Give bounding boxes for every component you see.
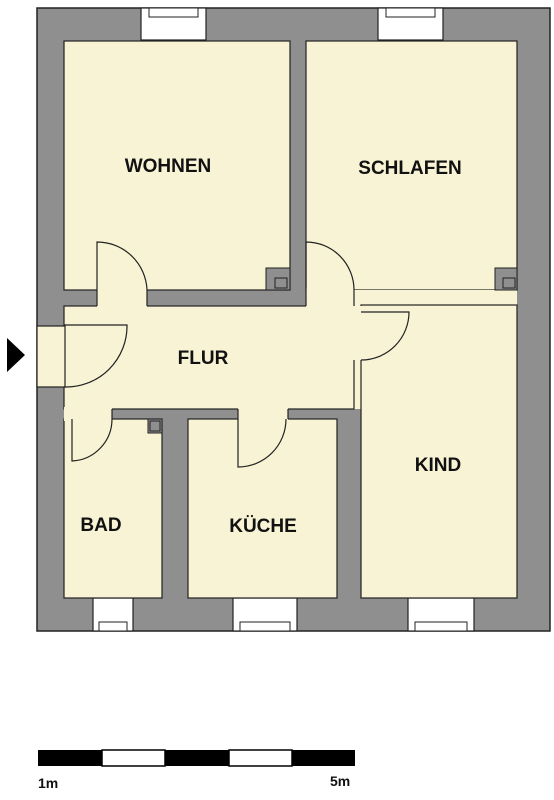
entrance-opening: [36, 325, 66, 388]
room-wohnen: [63, 40, 291, 291]
scale-segment: [38, 750, 102, 766]
label-wohnen: WOHNEN: [125, 156, 212, 177]
opening-schlafen: [306, 288, 354, 308]
door-bad: [71, 418, 113, 462]
entrance-arrow-icon: [7, 338, 25, 372]
door-entrance: [63, 324, 128, 388]
room-bad: [63, 418, 163, 599]
window-kind-sill: [414, 621, 468, 632]
opening-wohnen: [97, 288, 147, 308]
scale-bar: [38, 749, 355, 767]
label-bad: BAD: [80, 515, 121, 536]
shaft-wohnen-inner: [274, 277, 288, 289]
shaft-schlafen-inner: [502, 277, 516, 289]
room-kind: [360, 304, 518, 599]
label-kind: KIND: [415, 455, 461, 476]
scale-segment: [165, 750, 229, 766]
label-schlafen: SCHLAFEN: [358, 158, 461, 179]
opening-kueche: [238, 407, 288, 421]
door-schlafen: [305, 241, 355, 291]
window-schlafen-sill: [385, 7, 436, 18]
scale-segment: [101, 749, 166, 767]
window-kueche-sill: [239, 621, 291, 632]
scale-label-start: 1m: [38, 775, 58, 791]
window-wohnen-sill: [148, 7, 199, 18]
door-wohnen: [96, 241, 148, 291]
scale-label-end: 5m: [330, 773, 350, 789]
opening-bad: [64, 407, 112, 421]
room-kueche: [187, 418, 338, 599]
opening-kind: [352, 306, 363, 360]
window-bad-sill: [98, 621, 128, 632]
door-kueche: [237, 418, 287, 468]
label-kueche: KÜCHE: [229, 516, 297, 537]
scale-segment: [228, 749, 293, 767]
room-schlafen: [305, 40, 518, 291]
scale-segment: [292, 750, 355, 766]
shaft-bad-inner: [149, 420, 161, 432]
label-flur: FLUR: [178, 348, 229, 369]
door-kind: [360, 311, 410, 361]
